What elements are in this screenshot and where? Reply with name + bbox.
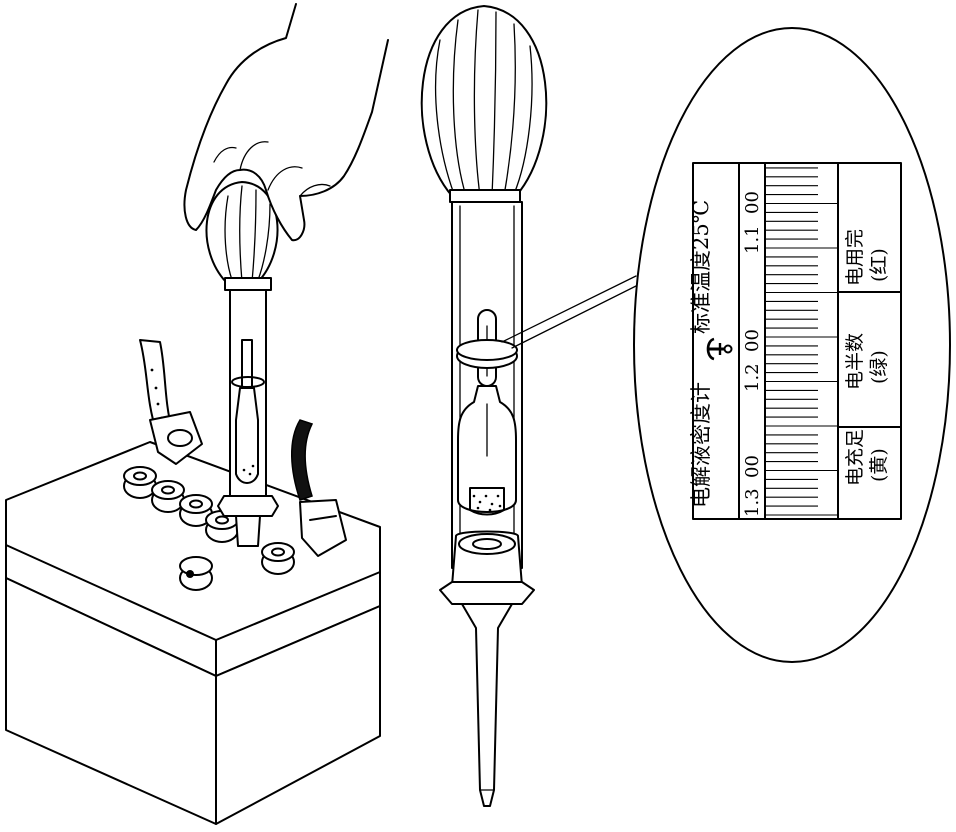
tick-label: 00 (742, 455, 763, 478)
scale-ticks (765, 167, 838, 516)
standard-temperature: 标准温度25℃ (689, 200, 713, 334)
terminal-cable-right (291, 419, 347, 557)
tick-label: 1.3 (742, 488, 763, 517)
callout-line (511, 283, 641, 349)
tick-label: 00 (742, 329, 763, 352)
tick-label: 1.1 (742, 225, 763, 254)
hand-icon (183, 3, 389, 242)
tick-label: 00 (742, 191, 763, 214)
zone-label: (黄) (868, 448, 890, 482)
cell-cap (123, 466, 295, 591)
float-icon (456, 309, 518, 516)
tick-label: 1.2 (742, 363, 763, 392)
zone-label: 电充足 (844, 429, 866, 486)
callout-line (501, 275, 637, 343)
hydrometer-nozzle (439, 530, 535, 807)
zone-label: (绿) (868, 350, 890, 384)
zone-label: 电半数 (844, 333, 866, 390)
anchor-icon (706, 337, 733, 361)
terminal-cable-left (139, 339, 203, 465)
zone-label: (红) (868, 248, 890, 282)
scale-title: 电解液密度计 (689, 382, 713, 508)
zoom-callout (633, 27, 951, 663)
zone-label: 电用完 (844, 229, 866, 286)
hydrometer-icon (205, 181, 279, 547)
